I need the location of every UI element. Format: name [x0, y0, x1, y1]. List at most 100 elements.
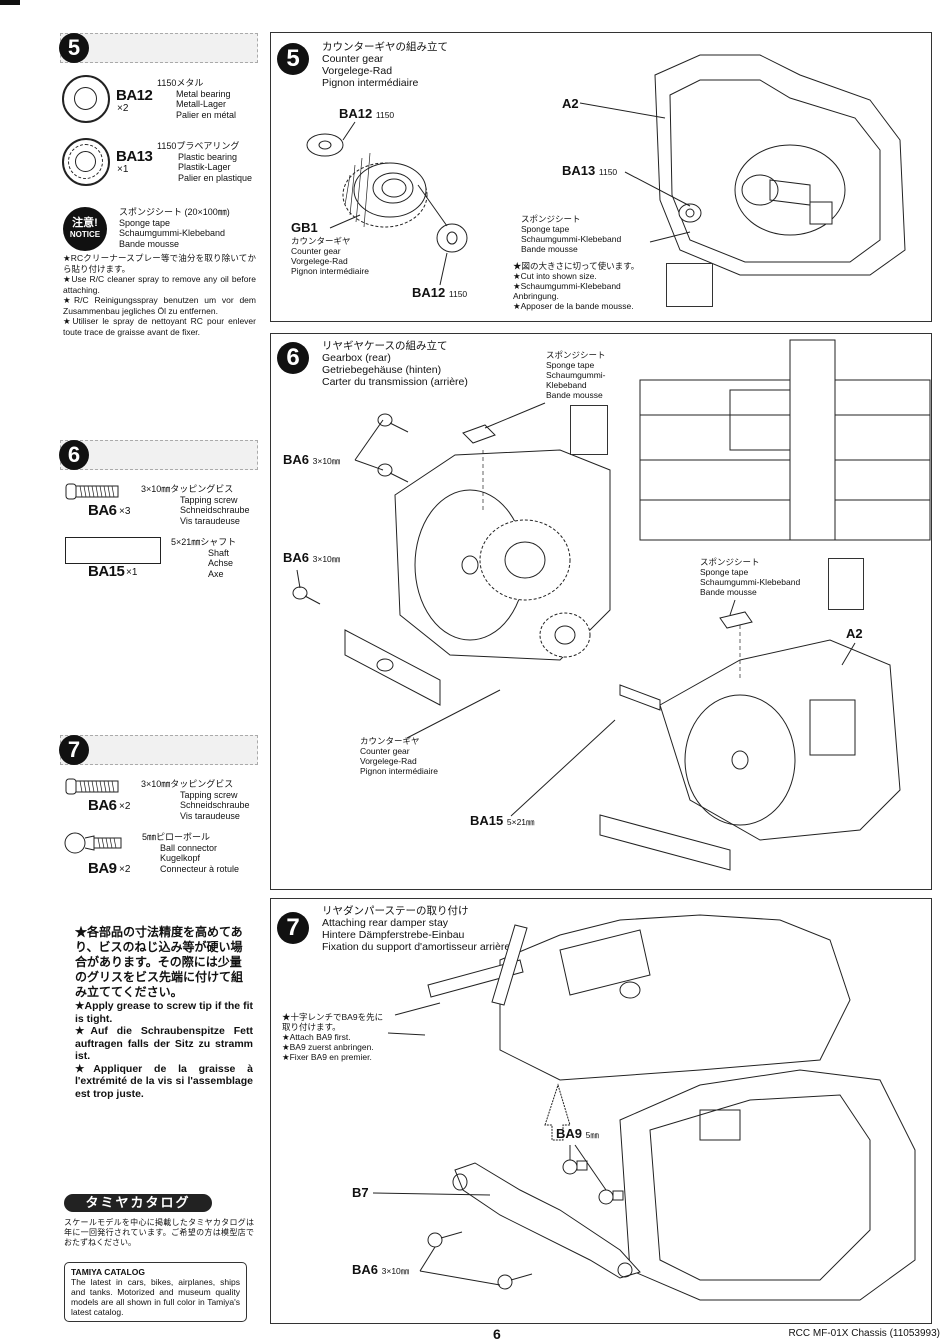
notice-fr: Bande mousse [119, 238, 180, 249]
document-title: RCC MF-01X Chassis (11053993) [788, 1328, 940, 1339]
part-label-ba6: BA6 3×10㎜ [352, 1262, 409, 1277]
part-code: BA13 [116, 148, 153, 165]
label-sub: 5㎜ [585, 1130, 599, 1140]
label-code: BA12 [412, 285, 446, 300]
note-de: ★BA9 zuerst anbringen. [282, 1042, 374, 1052]
label-code: BA6 [283, 550, 310, 565]
part-label-ba12: BA12 1150 [339, 106, 394, 121]
notice-sponge-desc: スポンジシート (20×100㎜) Sponge tape Schaumgumm… [119, 207, 230, 249]
note-jp-cont: 取り付けます。 [282, 1022, 341, 1032]
label-code: BA9 [556, 1126, 583, 1141]
step-number-badge: 7 [277, 912, 309, 944]
step-title-fr: Fixation du support d'amortisseur arrièr… [322, 941, 511, 953]
part-qty: ×1 [126, 567, 138, 578]
desc-de-cont: Klebeband [546, 380, 587, 390]
step-title-fr: Pignon intermédiaire [322, 77, 419, 89]
step-title-jp: リヤダンパーステーの取り付け [322, 905, 469, 917]
part-desc-en: Metal bearing [176, 88, 231, 99]
step-title-en: Attaching rear damper stay [322, 917, 449, 929]
step-title-en: Counter gear [322, 53, 384, 65]
part-desc-jp: 1150メタル [157, 78, 204, 88]
note-jp: ★図の大きさに切って使います。 [513, 261, 640, 271]
part-desc-de: Schneidschraube [180, 800, 250, 810]
desc-de: Vorgelege-Rad [291, 256, 348, 266]
part-qty: ×1 [117, 164, 129, 175]
desc-fr: Bande mousse [700, 587, 757, 597]
step7-title: リヤダンパーステーの取り付け Attaching rear damper sta… [322, 905, 510, 953]
part-desc: 5㎜ピローボール Ball connector Kugelkopf Connec… [142, 832, 239, 874]
notice-body: ★RCクリーナースプレー等で油分を取り除いてから貼り付けます。 ★Use R/C… [63, 253, 256, 337]
label-sub: 1150 [448, 289, 468, 299]
desc-jp: カウンターギヤ [291, 236, 351, 246]
step-title-de: Getriebegehäuse (hinten) [322, 364, 442, 376]
part-code: BA15 [88, 563, 125, 580]
part-desc-jp: 3×10㎜タッピングビス [141, 779, 234, 789]
sponge-tape-desc: スポンジシート Sponge tape Schaumgummi-Klebeban… [700, 557, 800, 597]
step-number-badge: 5 [277, 43, 309, 75]
desc-en: Counter gear [291, 246, 341, 256]
part-desc-de: Metall-Lager [176, 99, 227, 109]
part-qty: ×2 [117, 103, 129, 114]
notice-badge-jp: 注意! [72, 217, 98, 229]
note-fr: ★Apposer de la bande mousse. [513, 301, 634, 311]
step-title-de: Vorgelege-Rad [322, 65, 393, 77]
notice-en: Sponge tape [119, 217, 171, 228]
step-title-de: Hintere Dämpferstrebe-Einbau [322, 929, 465, 941]
part-desc-jp: 5㎜ピローボール [142, 832, 211, 842]
step-number-badge: 7 [59, 735, 89, 765]
part-qty: ×3 [119, 506, 131, 517]
part-desc-fr: Connecteur à rotule [160, 863, 240, 874]
label-sub: 5×21㎜ [506, 817, 535, 827]
desc-fr: Bande mousse [546, 390, 603, 400]
desc-de: Schaumgummi- [546, 370, 606, 380]
part-desc: 1150プラベアリング Plastic bearing Plastik-Lage… [157, 141, 252, 183]
step6-title: リヤギヤケースの組み立て Gearbox (rear) Getriebegehä… [322, 340, 468, 388]
desc-de: Schaumgummi-Klebeband [521, 234, 622, 244]
part-desc-jp: 5×21㎜シャフト [171, 537, 237, 547]
desc-jp: スポンジシート [700, 557, 760, 567]
desc-jp: スポンジシート [521, 214, 581, 224]
grease-note-jp: ★各部品の寸法精度を高めてあり、ビスのねじ込み等が硬い場合があります。その際には… [75, 925, 244, 999]
notice-de: Schaumgummi-Klebeband [119, 228, 226, 238]
label-code: BA15 [470, 813, 504, 828]
desc-en: Counter gear [360, 746, 410, 756]
part-desc-en: Plastic bearing [178, 151, 238, 162]
part-label-gb1: GB1 [291, 220, 318, 235]
sponge-size-template [666, 263, 713, 307]
part-desc-de: Plastik-Lager [178, 162, 231, 172]
desc-fr: Pignon intermédiaire [291, 266, 369, 276]
step-title-en: Gearbox (rear) [322, 352, 391, 364]
grease-note: ★各部品の寸法精度を高めてあり、ビスのねじ込み等が硬い場合があります。その際には… [75, 925, 253, 1100]
label-code: GB1 [291, 220, 318, 235]
label-sub: 3×10㎜ [381, 1266, 410, 1276]
note-en: ★Cut into shown size. [513, 271, 597, 281]
part-desc-jp: 1150プラベアリング [157, 141, 240, 151]
plastic-bearing-icon [62, 138, 110, 186]
shaft-icon [65, 537, 161, 564]
notice-body-en: ★Use R/C cleaner spray to remove any oil… [63, 274, 256, 295]
part-desc-en: Shaft [208, 547, 230, 558]
desc-en: Sponge tape [546, 360, 595, 370]
step-number-badge: 6 [277, 342, 309, 374]
desc-fr: Bande mousse [521, 244, 578, 254]
part-code: BA6 [88, 502, 117, 519]
part-desc-fr: Vis taraudeuse [180, 515, 240, 526]
notice-body-fr: ★Utiliser le spray de nettoyant RC pour … [63, 316, 256, 337]
part-label-ba6: BA6 3×10㎜ [283, 550, 340, 565]
desc-jp: スポンジシート [546, 350, 606, 360]
step-title-jp: リヤギヤケースの組み立て [322, 340, 448, 352]
note-en: ★Attach BA9 first. [282, 1032, 351, 1042]
catalog-body: The latest in cars, bikes, airplanes, sh… [71, 1277, 240, 1317]
sponge-size-template [828, 558, 864, 610]
gb1-desc: カウンターギヤ Counter gear Vorgelege-Rad Pigno… [291, 236, 369, 276]
parts-header-step7: 7 [59, 735, 258, 765]
notice-badge-en: NOTICE [69, 230, 101, 239]
label-code: BA12 [339, 106, 373, 121]
parts-header-step6: 6 [59, 440, 258, 470]
grease-note-de: ★Auf die Schraubenspitze Fett auftragen … [75, 1025, 253, 1062]
label-sub: 3×10㎜ [312, 554, 341, 564]
sponge-tape-desc: スポンジシート Sponge tape Schaumgummi- Klebeba… [546, 350, 606, 400]
parts-header-step5: 5 [59, 33, 258, 63]
